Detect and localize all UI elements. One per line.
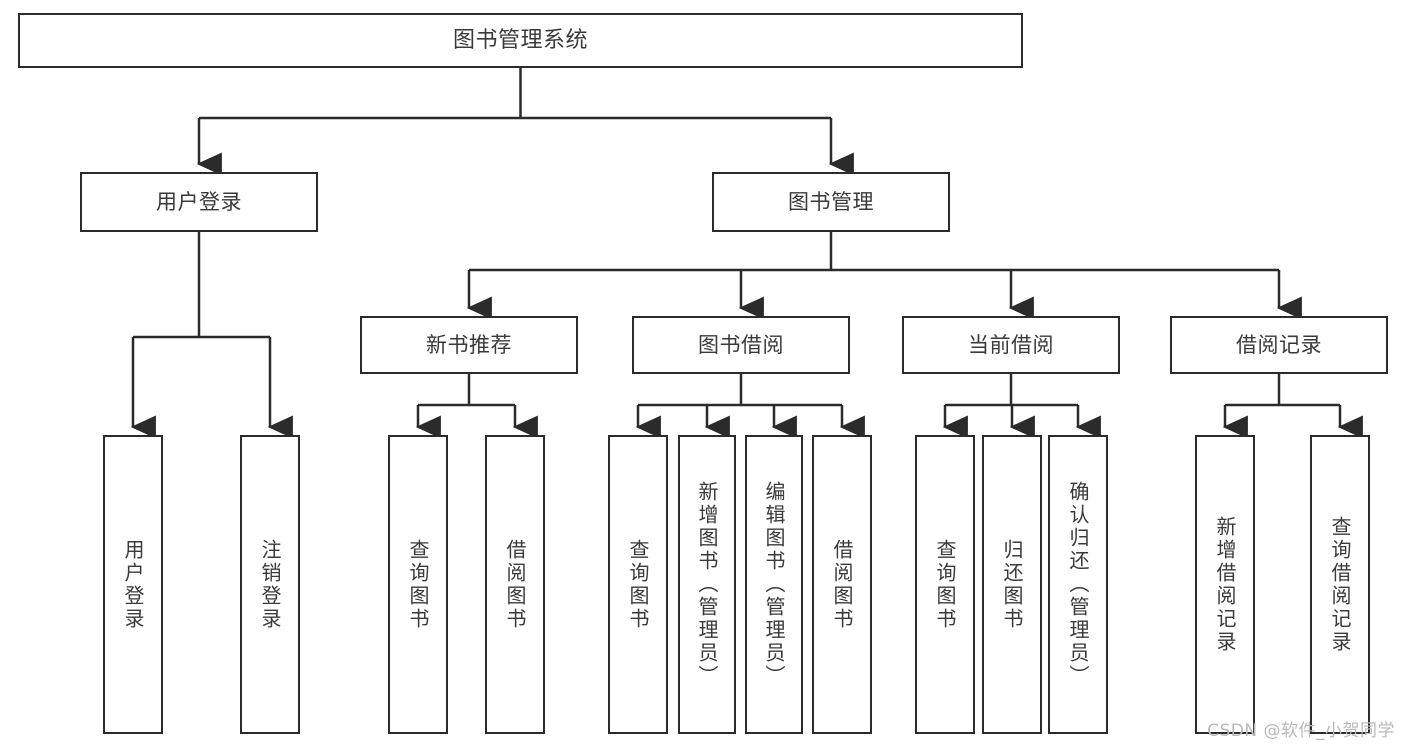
leaf-add-book-admin-label: 新增图书（管理员）: [695, 481, 719, 688]
node-book-management[interactable]: 图书管理: [712, 172, 950, 232]
node-root[interactable]: 图书管理系统: [18, 13, 1023, 68]
leaf-borrow-book-label: 借阅图书: [830, 538, 854, 631]
leaf-query-book-recommend[interactable]: 查询图书: [388, 435, 448, 734]
node-user-login-label: 用户登录: [156, 189, 242, 214]
leaf-return-book-label: 归还图书: [1000, 538, 1024, 631]
leaf-return-book[interactable]: 归还图书: [982, 435, 1042, 734]
leaf-query-book-label: 查询图书: [626, 538, 650, 631]
leaf-user-login-label: 用户登录: [121, 538, 145, 631]
leaf-confirm-return-admin[interactable]: 确认归还（管理员）: [1048, 435, 1108, 734]
node-book-management-label: 图书管理: [788, 189, 874, 214]
leaf-borrow-book[interactable]: 借阅图书: [812, 435, 872, 734]
node-new-book-recommend-label: 新书推荐: [426, 332, 512, 357]
node-book-borrow[interactable]: 图书借阅: [632, 316, 850, 374]
node-root-label: 图书管理系统: [452, 27, 588, 53]
leaf-query-borrow-record[interactable]: 查询借阅记录: [1310, 435, 1370, 734]
leaf-borrow-book-recommend-label: 借阅图书: [503, 538, 527, 631]
node-borrow-record[interactable]: 借阅记录: [1170, 316, 1388, 374]
leaf-add-book-admin[interactable]: 新增图书（管理员）: [678, 435, 736, 734]
leaf-user-logout[interactable]: 注销登录: [240, 435, 300, 734]
watermark: CSDN @软件_小贺同学: [1207, 721, 1395, 741]
node-borrow-record-label: 借阅记录: [1236, 332, 1322, 357]
leaf-user-login[interactable]: 用户登录: [103, 435, 163, 734]
leaf-borrow-book-recommend[interactable]: 借阅图书: [485, 435, 545, 734]
leaf-edit-book-admin-label: 编辑图书（管理员）: [762, 481, 786, 688]
leaf-user-logout-label: 注销登录: [258, 538, 282, 631]
leaf-confirm-return-admin-label: 确认归还（管理员）: [1066, 481, 1090, 688]
leaf-query-book-current-label: 查询图书: [933, 538, 957, 631]
node-book-borrow-label: 图书借阅: [698, 332, 784, 357]
node-new-book-recommend[interactable]: 新书推荐: [360, 316, 578, 374]
node-current-borrow-label: 当前借阅: [968, 332, 1054, 357]
leaf-edit-book-admin[interactable]: 编辑图书（管理员）: [745, 435, 803, 734]
leaf-add-borrow-record[interactable]: 新增借阅记录: [1195, 435, 1255, 734]
node-user-login[interactable]: 用户登录: [80, 172, 318, 232]
leaf-add-borrow-record-label: 新增借阅记录: [1213, 515, 1237, 654]
node-current-borrow[interactable]: 当前借阅: [902, 316, 1120, 374]
leaf-query-borrow-record-label: 查询借阅记录: [1328, 515, 1352, 654]
leaf-query-book-current[interactable]: 查询图书: [915, 435, 975, 734]
leaf-query-book-recommend-label: 查询图书: [406, 538, 430, 631]
leaf-query-book[interactable]: 查询图书: [608, 435, 668, 734]
